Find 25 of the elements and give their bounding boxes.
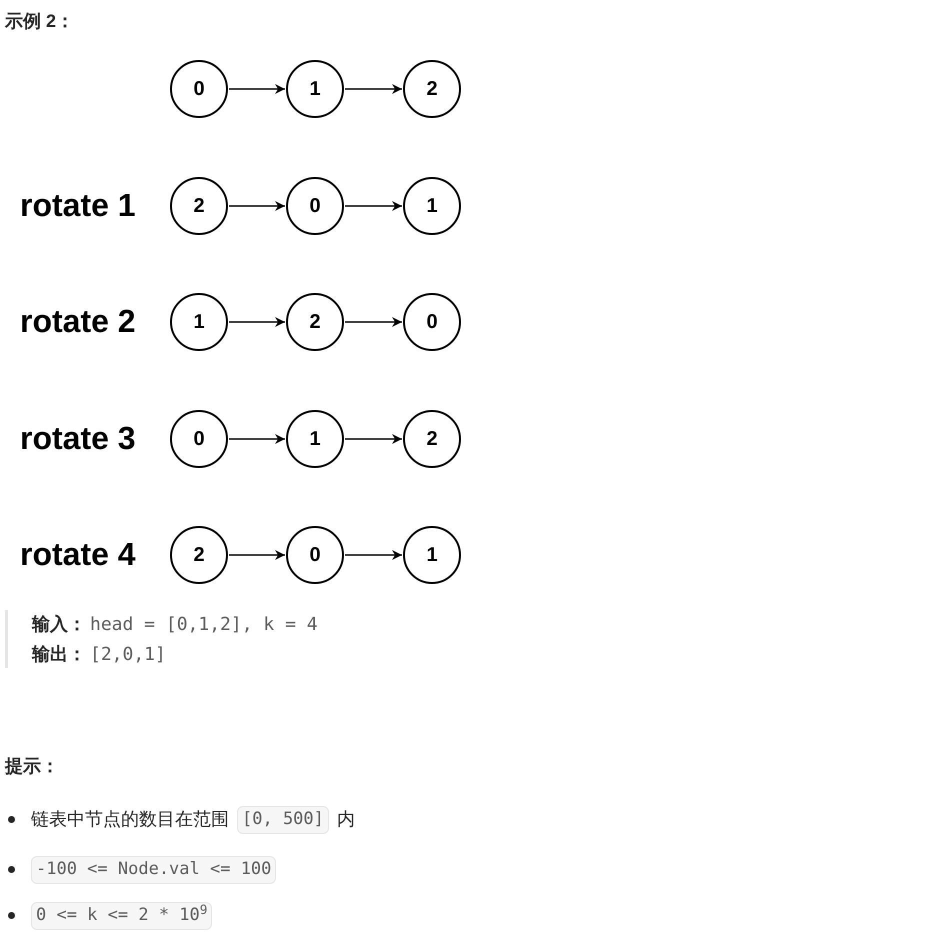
arrow bbox=[345, 434, 402, 444]
hint-text: 链表中节点的数目在范围 bbox=[31, 808, 229, 832]
hints-heading: 提示： bbox=[5, 755, 59, 778]
arrow bbox=[229, 317, 285, 327]
heading: 示例 2： bbox=[5, 10, 74, 33]
rotate-label: rotate 1 bbox=[20, 186, 136, 225]
arrow bbox=[345, 550, 402, 560]
inline-code: -100 <= Node.val <= 100 bbox=[31, 856, 276, 884]
inline-code: [0, 500] bbox=[237, 806, 329, 834]
arrow bbox=[229, 434, 285, 444]
arrow bbox=[229, 201, 285, 211]
arrow bbox=[229, 550, 285, 560]
rotate-label: rotate 4 bbox=[20, 535, 136, 574]
arrow bbox=[229, 84, 285, 94]
input-value: head = [0,1,2], k = 4 bbox=[90, 613, 318, 637]
output-value: [2,0,1] bbox=[90, 643, 166, 667]
rotate-label: rotate 2 bbox=[20, 302, 136, 341]
arrow bbox=[345, 201, 402, 211]
hint-text: 内 bbox=[336, 808, 355, 832]
output-label: 输出： bbox=[32, 643, 86, 666]
arrow bbox=[345, 84, 402, 94]
arrow bbox=[345, 317, 402, 327]
input-label: 输入： bbox=[32, 613, 86, 636]
rotate-label: rotate 3 bbox=[20, 419, 136, 458]
inline-code: 0 <= k <= 2 * 10$^{9}$ bbox=[31, 902, 212, 930]
